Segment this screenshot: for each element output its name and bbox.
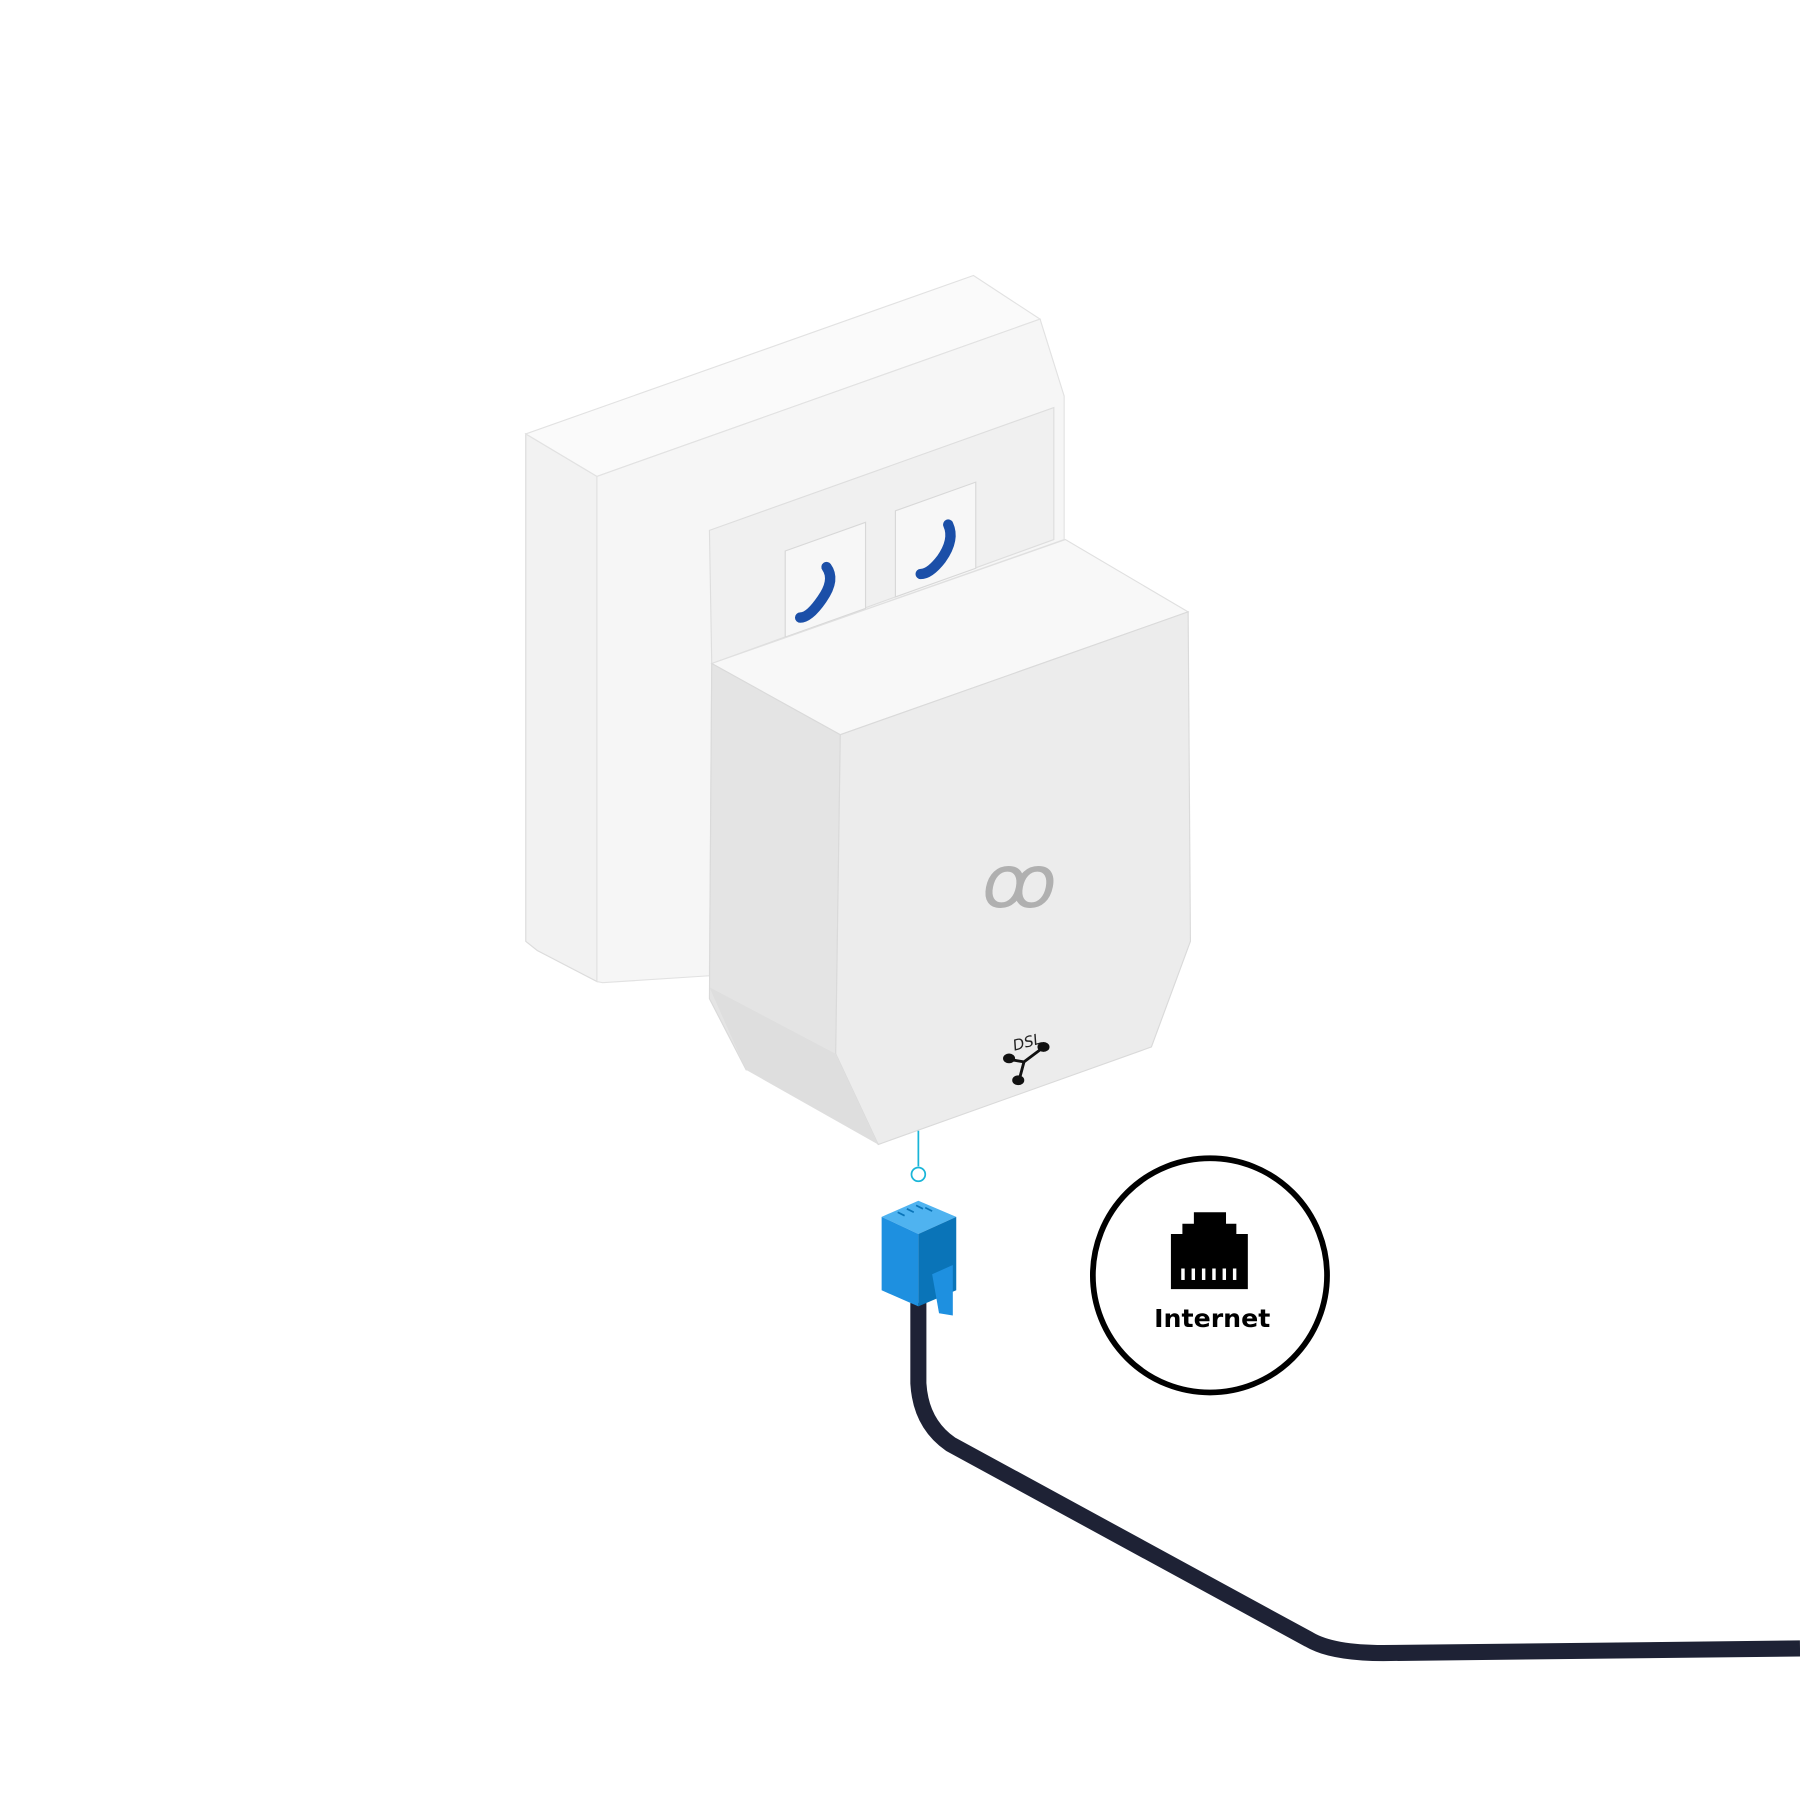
connection-indicator xyxy=(910,1130,927,1183)
adapter-bottom-bevel xyxy=(709,987,879,1145)
dsl-filter-adapter: ꝏ DSL xyxy=(708,538,1192,1146)
phone-icon xyxy=(915,519,956,580)
ethernet-cable xyxy=(910,1302,1800,1662)
wall-socket-side xyxy=(525,432,598,983)
ethernet-port-icon xyxy=(1170,1212,1248,1290)
internet-label: Internet xyxy=(1154,1304,1270,1333)
internet-badge: Internet xyxy=(1089,1155,1330,1396)
dsl-port-icon xyxy=(1003,1042,1050,1086)
wall-socket xyxy=(524,274,1065,984)
rj45-connector[interactable] xyxy=(881,1200,957,1316)
brand-logo-icon: ꝏ xyxy=(982,840,1057,925)
phone-port-2 xyxy=(894,481,977,598)
phone-icon xyxy=(794,561,836,623)
